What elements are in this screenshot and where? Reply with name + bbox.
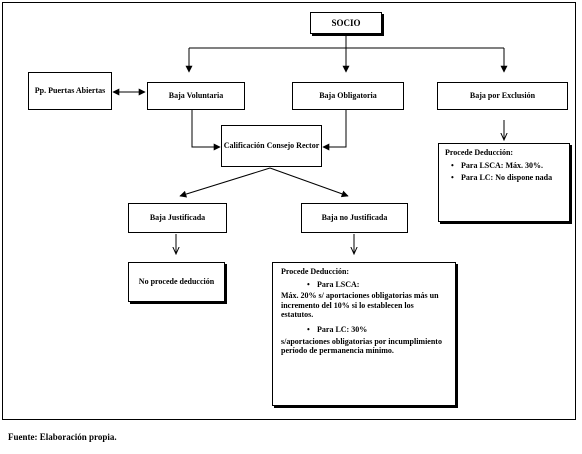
node-baja-justificada: Baja Justificada xyxy=(128,203,227,233)
source-caption: Fuente: Elaboración propia. xyxy=(8,432,117,442)
node-socio-label: SOCIO xyxy=(331,17,361,28)
node-baja-obligatoria: Baja Obligatoria xyxy=(292,82,404,110)
node-baja-exclusion: Baja por Exclusión xyxy=(437,82,568,110)
node-baja-voluntaria: Baja Voluntaria xyxy=(147,82,245,110)
note-no-justificada-title: Procede Deducción: xyxy=(281,267,350,276)
note-no-justificada: Procede Deducción: Para LSCA: Máx. 20% s… xyxy=(272,262,456,406)
node-pp-puertas-abiertas: Pp. Puertas Abiertas xyxy=(28,72,112,110)
arrow-calificacion-no-justificada xyxy=(269,167,349,198)
diagram-frame xyxy=(2,2,576,420)
node-calificacion-label: Calificación Consejo Rector xyxy=(223,141,320,151)
note-exclusion-title: Procede Deducción: xyxy=(445,148,514,157)
node-baja-justificada-label: Baja Justificada xyxy=(149,213,206,223)
note-exclusion-bullet-lc: Para LC: No dispone nada xyxy=(445,173,563,183)
note-exclusion-bullet-lsca: Para LSCA: Máx. 30%. xyxy=(445,161,563,171)
node-calificacion: Calificación Consejo Rector xyxy=(221,125,322,167)
node-baja-exclusion-label: Baja por Exclusión xyxy=(469,91,536,101)
note-no-justificada-text-lsca: Máx. 20% s/ aportaciones obligatorias má… xyxy=(281,291,439,320)
node-socio: SOCIO xyxy=(310,12,382,34)
note-no-justificada-text-lc: s/aportaciones obligatorias por incumpli… xyxy=(281,336,442,356)
note-exclusion: Procede Deducción: Para LSCA: Máx. 30%. … xyxy=(438,143,570,222)
node-baja-no-justificada: Baja no Justificada xyxy=(301,203,408,233)
node-baja-voluntaria-label: Baja Voluntaria xyxy=(168,91,224,101)
arrow-voluntaria-calificacion xyxy=(191,110,221,151)
node-no-procede: No procede deducción xyxy=(128,262,225,302)
node-baja-no-justificada-label: Baja no Justificada xyxy=(321,213,388,223)
note-no-justificada-bullet-lc: Para LC: 30% xyxy=(301,325,447,335)
node-baja-obligatoria-label: Baja Obligatoria xyxy=(319,91,377,101)
note-no-justificada-bullet-lsca: Para LSCA: xyxy=(301,280,447,290)
node-no-procede-label: No procede deducción xyxy=(138,277,215,287)
arrow-obligatoria-calificacion xyxy=(322,110,347,151)
node-pp-puertas-abiertas-label: Pp. Puertas Abiertas xyxy=(34,86,106,96)
arrow-calificacion-justificada xyxy=(179,167,271,198)
